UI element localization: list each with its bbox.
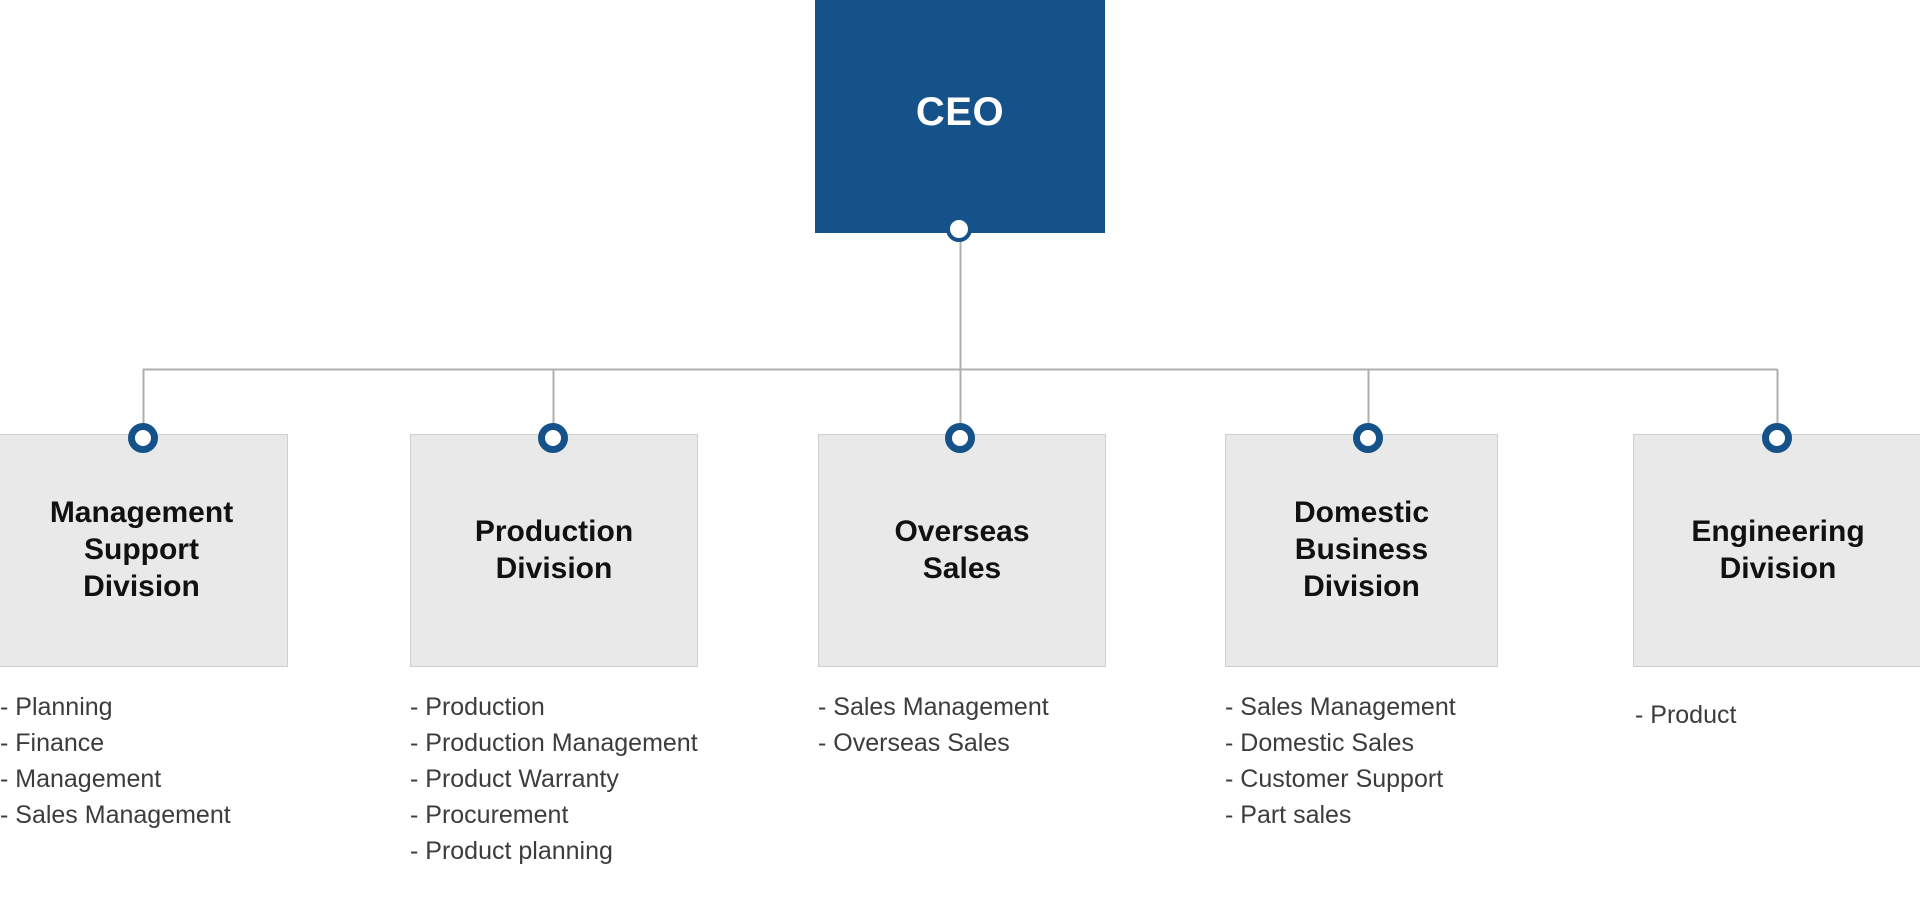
- node-label: Overseas Sales: [894, 514, 1030, 585]
- list-item: - Customer Support: [1225, 765, 1444, 793]
- node-ceo[interactable]: CEO: [815, 0, 1105, 233]
- node-production-division[interactable]: Production Division: [410, 434, 698, 667]
- sub-list-production-division: - Production - Production Management - P…: [410, 689, 698, 869]
- connector-ring-5: [1762, 423, 1792, 453]
- node-engineering-division[interactable]: Engineering Division: [1633, 434, 1920, 667]
- list-item: - Part sales: [1225, 801, 1352, 829]
- connector-ring-2: [538, 423, 568, 453]
- connector-ring-3: [945, 423, 975, 453]
- list-item: - Sales Management: [1225, 693, 1456, 721]
- node-overseas-sales[interactable]: Overseas Sales: [818, 434, 1106, 667]
- node-label: Production Division: [474, 514, 634, 585]
- list-item: - Planning: [0, 693, 113, 721]
- node-label: Management Support Division: [49, 496, 234, 603]
- list-item: - Overseas Sales: [818, 729, 1010, 757]
- sub-list-management-support-division: - Planning - Finance - Management - Sale…: [0, 689, 231, 833]
- list-item: - Domestic Sales: [1225, 729, 1414, 757]
- list-item: - Procurement: [410, 801, 569, 829]
- list-item: - Production: [410, 693, 545, 721]
- sub-list-domestic-business-division: - Sales Management - Domestic Sales - Cu…: [1225, 689, 1456, 833]
- node-ceo-label: CEO: [915, 89, 1005, 134]
- sub-list-overseas-sales: - Sales Management - Overseas Sales: [818, 689, 1049, 761]
- node-domestic-business-division[interactable]: Domestic Business Division: [1225, 434, 1498, 667]
- list-item: - Production Management: [410, 729, 698, 757]
- list-item: - Sales Management: [818, 693, 1049, 721]
- list-item: - Management: [0, 765, 162, 793]
- list-item: - Finance: [0, 729, 105, 757]
- list-item: - Sales Management: [0, 801, 231, 829]
- sub-list-engineering-division: - Product: [1635, 697, 1736, 733]
- node-label: Domestic Business Division: [1293, 496, 1430, 603]
- connector-ring-1: [128, 423, 158, 453]
- list-item: - Product Warranty: [410, 765, 619, 793]
- list-item: - Product planning: [410, 837, 613, 865]
- list-item: - Product: [1635, 701, 1737, 729]
- connector-ring-4: [1353, 423, 1383, 453]
- root-connector-dot: [946, 216, 972, 242]
- node-management-support-division[interactable]: Management Support Division: [0, 434, 288, 667]
- node-label: Engineering Division: [1691, 514, 1865, 585]
